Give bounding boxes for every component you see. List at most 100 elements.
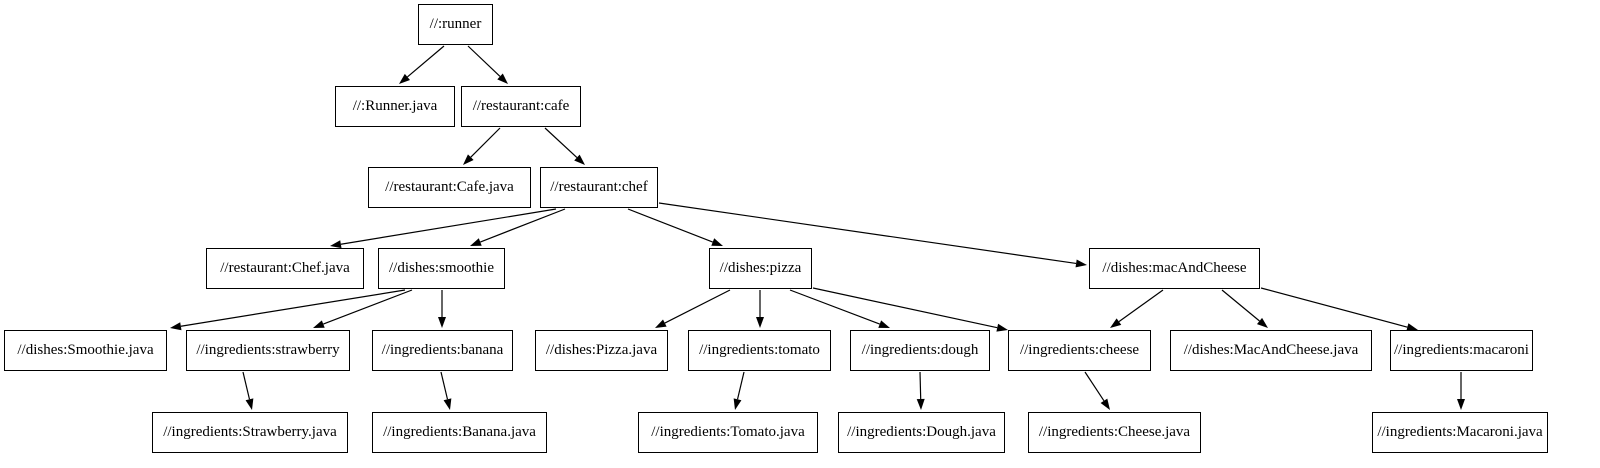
graph-node-dishes_mac[interactable]: //dishes:macAndCheese bbox=[1089, 248, 1260, 289]
graph-node-dishes_pizza[interactable]: //dishes:pizza bbox=[709, 248, 812, 289]
edge-arrowhead-icon bbox=[574, 154, 585, 165]
edge-line bbox=[407, 45, 445, 78]
graph-edge-dishes_smoothie-to-ing_banana bbox=[438, 290, 446, 328]
graph-node-pizza_java[interactable]: //dishes:Pizza.java bbox=[535, 330, 668, 371]
graph-edge-dishes_mac-to-ing_cheese bbox=[1110, 289, 1164, 328]
graph-node-label: //dishes:Pizza.java bbox=[545, 342, 658, 358]
graph-node-cheese_java[interactable]: //ingredients:Cheese.java bbox=[1028, 412, 1201, 453]
graph-edge-dishes_smoothie-to-ing_strawberry bbox=[313, 289, 413, 328]
edge-arrowhead-icon bbox=[170, 322, 182, 331]
graph-edge-dishes_pizza-to-pizza_java bbox=[655, 289, 731, 328]
edge-arrowhead-icon bbox=[330, 240, 342, 249]
graph-node-label: //:Runner.java bbox=[352, 98, 438, 114]
edge-arrowhead-icon bbox=[463, 154, 474, 165]
graph-node-cafe_java[interactable]: //restaurant:Cafe.java bbox=[368, 167, 531, 208]
graph-node-dough_java[interactable]: //ingredients:Dough.java bbox=[838, 412, 1005, 453]
edge-line bbox=[1084, 371, 1105, 402]
graph-node-label: //dishes:pizza bbox=[719, 260, 802, 276]
graph-node-restaurant_chef[interactable]: //restaurant:chef bbox=[540, 167, 658, 208]
graph-node-label: //:runner bbox=[429, 16, 482, 32]
graph-edge-runner-to-runner_java bbox=[399, 45, 445, 84]
edge-line bbox=[242, 371, 251, 400]
graph-node-ing_banana[interactable]: //ingredients:banana bbox=[372, 330, 513, 371]
graph-edge-dishes_smoothie-to-smoothie_java bbox=[170, 289, 406, 331]
graph-edge-dishes_mac-to-mac_java bbox=[1221, 289, 1268, 328]
edge-arrowhead-icon bbox=[399, 73, 410, 84]
edge-line bbox=[812, 287, 998, 329]
edge-arrowhead-icon bbox=[443, 398, 452, 410]
edge-line bbox=[664, 289, 731, 324]
edge-arrowhead-icon bbox=[756, 317, 764, 328]
graph-edge-dishes_pizza-to-ing_tomato bbox=[756, 290, 764, 328]
graph-edge-ing_tomato-to-tomato_java bbox=[733, 371, 745, 410]
graph-node-restaurant_cafe[interactable]: //restaurant:cafe bbox=[461, 86, 581, 127]
graph-node-label: //ingredients:Strawberry.java bbox=[163, 424, 337, 440]
graph-node-ing_dough[interactable]: //ingredients:dough bbox=[850, 330, 990, 371]
graph-node-strawberry_java[interactable]: //ingredients:Strawberry.java bbox=[152, 412, 348, 453]
edge-arrowhead-icon bbox=[916, 398, 925, 410]
graph-node-ing_tomato[interactable]: //ingredients:tomato bbox=[688, 330, 831, 371]
edge-arrowhead-icon bbox=[733, 398, 742, 410]
graph-node-mac_java[interactable]: //dishes:MacAndCheese.java bbox=[1170, 330, 1372, 371]
graph-node-banana_java[interactable]: //ingredients:Banana.java bbox=[372, 412, 547, 453]
graph-node-tomato_java[interactable]: //ingredients:Tomato.java bbox=[638, 412, 818, 453]
edge-arrowhead-icon bbox=[1256, 317, 1268, 328]
graph-edge-ing_dough-to-dough_java bbox=[916, 371, 925, 410]
graph-node-label: //ingredients:Tomato.java bbox=[651, 424, 805, 440]
graph-node-dishes_smoothie[interactable]: //dishes:smoothie bbox=[378, 248, 505, 289]
edge-arrowhead-icon bbox=[711, 238, 723, 246]
graph-node-ing_macaroni[interactable]: //ingredients:macaroni bbox=[1390, 330, 1533, 371]
edge-line bbox=[544, 127, 578, 158]
edge-line bbox=[323, 289, 413, 325]
graph-node-label: //dishes:Smoothie.java bbox=[17, 342, 154, 358]
graph-node-label: //restaurant:chef bbox=[550, 179, 648, 195]
edge-line bbox=[467, 45, 501, 77]
edge-arrowhead-icon bbox=[1457, 399, 1465, 410]
graph-node-ing_strawberry[interactable]: //ingredients:strawberry bbox=[186, 330, 350, 371]
edge-line bbox=[180, 289, 406, 327]
graph-node-chef_java[interactable]: //restaurant:Chef.java bbox=[206, 248, 364, 289]
graph-node-label: //ingredients:Cheese.java bbox=[1038, 424, 1191, 440]
edge-line bbox=[470, 127, 501, 158]
edge-arrowhead-icon bbox=[655, 319, 667, 328]
edge-arrowhead-icon bbox=[245, 398, 254, 410]
edge-arrowhead-icon bbox=[878, 320, 890, 328]
graph-edge-ing_cheese-to-cheese_java bbox=[1084, 371, 1110, 410]
graph-node-label: //dishes:smoothie bbox=[389, 260, 494, 276]
graph-node-label: //dishes:macAndCheese bbox=[1102, 260, 1247, 276]
graph-edge-runner-to-restaurant_cafe bbox=[467, 45, 508, 84]
graph-node-label: //ingredients:macaroni bbox=[1394, 342, 1529, 358]
graph-node-label: //ingredients:Banana.java bbox=[383, 424, 536, 440]
graph-node-runner_java[interactable]: //:Runner.java bbox=[335, 86, 455, 127]
edge-arrowhead-icon bbox=[1100, 398, 1110, 410]
edge-line bbox=[1221, 289, 1260, 322]
graph-node-label: //ingredients:strawberry bbox=[196, 342, 340, 358]
graph-node-label: //ingredients:tomato bbox=[699, 342, 820, 358]
graph-node-macaroni_java[interactable]: //ingredients:Macaroni.java bbox=[1372, 412, 1548, 453]
edge-line bbox=[480, 208, 566, 243]
graph-node-label: //restaurant:cafe bbox=[472, 98, 570, 114]
graph-node-runner[interactable]: //:runner bbox=[418, 4, 493, 45]
edge-line bbox=[1260, 287, 1408, 328]
edge-line bbox=[919, 371, 922, 400]
graph-edge-ing_banana-to-banana_java bbox=[440, 371, 452, 410]
graph-edge-ing_strawberry-to-strawberry_java bbox=[242, 371, 254, 410]
edge-line bbox=[627, 208, 713, 243]
edge-line bbox=[340, 208, 557, 245]
edge-arrowhead-icon bbox=[1110, 318, 1122, 328]
graph-edge-restaurant_chef-to-dishes_pizza bbox=[627, 208, 723, 246]
graph-edge-restaurant_chef-to-chef_java bbox=[330, 208, 557, 249]
graph-node-label: //ingredients:Macaroni.java bbox=[1377, 424, 1543, 440]
graph-edge-restaurant_cafe-to-cafe_java bbox=[463, 127, 501, 165]
edge-arrowhead-icon bbox=[996, 323, 1008, 332]
graph-edge-dishes_pizza-to-ing_cheese bbox=[812, 287, 1008, 332]
edge-line bbox=[1118, 289, 1164, 323]
graph-node-ing_cheese[interactable]: //ingredients:cheese bbox=[1008, 330, 1151, 371]
edge-arrowhead-icon bbox=[1075, 259, 1087, 268]
graph-node-smoothie_java[interactable]: //dishes:Smoothie.java bbox=[4, 330, 167, 371]
graph-edge-ing_macaroni-to-macaroni_java bbox=[1457, 372, 1465, 410]
graph-node-label: //dishes:MacAndCheese.java bbox=[1183, 342, 1359, 358]
graph-node-label: //ingredients:banana bbox=[381, 342, 504, 358]
graph-node-label: //restaurant:Chef.java bbox=[220, 260, 350, 276]
